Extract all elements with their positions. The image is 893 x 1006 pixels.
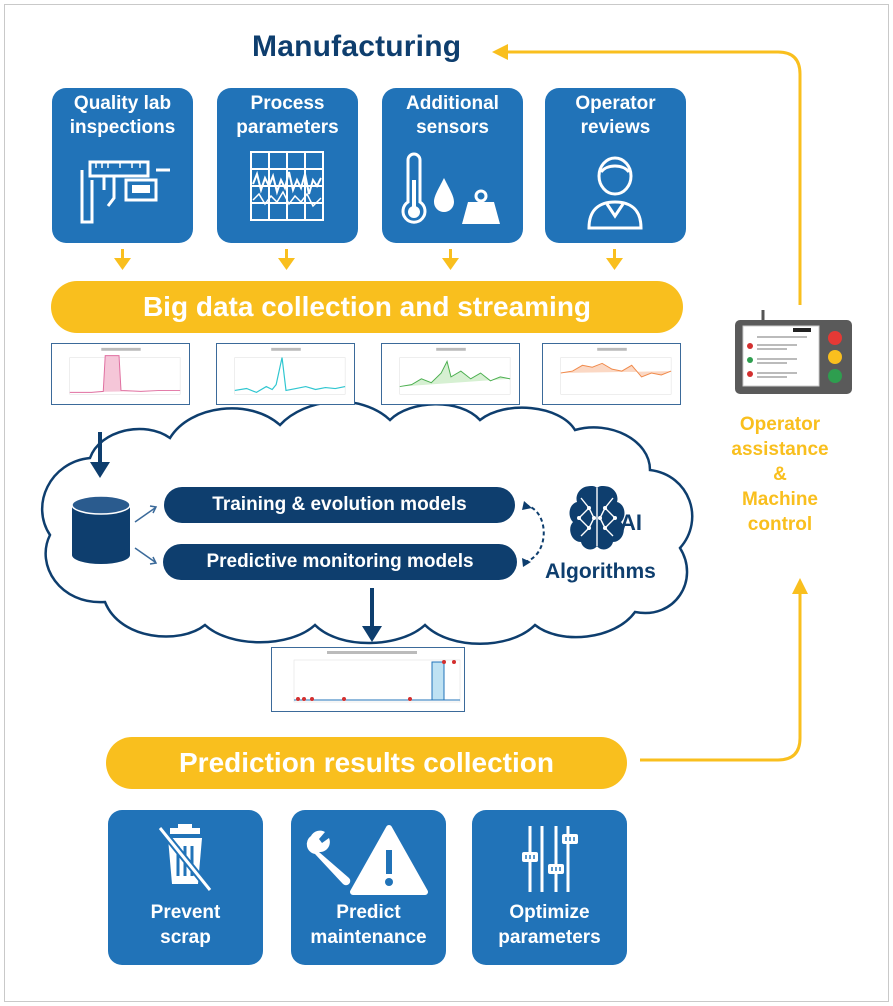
chart-grid-icon	[250, 151, 324, 221]
thermometer-drop-weight-icon	[401, 152, 500, 224]
ingest-arrowhead	[90, 462, 110, 478]
diagram-frame	[4, 4, 889, 1002]
algorithms-label: Algorithms	[545, 560, 656, 583]
stream-chart-cyan	[216, 343, 355, 405]
stream-chart-green	[381, 343, 520, 405]
ai-brain-icon	[569, 486, 625, 550]
feedback-arrowhead-top	[492, 44, 508, 60]
feedback-dashed-arrow	[524, 504, 545, 563]
prediction-results-chart	[271, 647, 465, 712]
stream-chart-orange	[542, 343, 681, 405]
no-trash-icon	[157, 824, 213, 893]
source-arrows	[114, 249, 623, 270]
prediction-results-banner: Prediction results collection	[106, 737, 627, 789]
sliders-icon	[522, 826, 578, 892]
feedback-arrow-top	[505, 50, 802, 305]
operator-terminal-icon	[735, 310, 852, 394]
operator-user-icon	[587, 156, 643, 230]
output-arrow-shaft	[370, 588, 374, 628]
output-arrowhead	[362, 626, 382, 642]
feedback-arrow-bottom	[640, 592, 802, 762]
training-models-pill: Training & evolution models	[164, 487, 515, 523]
database-icon	[71, 495, 131, 564]
feedback-arrowhead-bottom	[792, 578, 808, 594]
db-arrows	[134, 505, 158, 565]
predictive-models-pill: Predictive monitoring models	[163, 544, 517, 580]
ai-label: AI	[620, 510, 642, 535]
big-data-collection-banner: Big data collection and streaming	[51, 281, 683, 333]
ingest-arrow-shaft	[98, 432, 102, 464]
wrench-warning-icon	[306, 825, 428, 895]
stream-chart-pink	[51, 343, 190, 405]
caliper-icon	[80, 160, 170, 224]
manufacturing-title: Manufacturing	[252, 30, 462, 63]
